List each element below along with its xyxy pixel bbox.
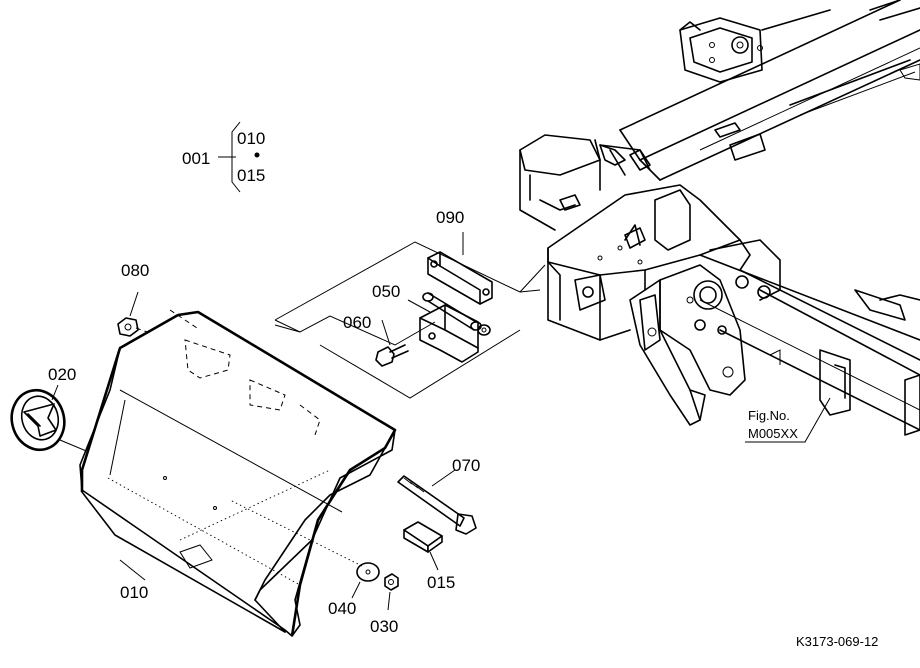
part-030-nut [384, 573, 399, 611]
label-015-group: 015 [237, 166, 265, 185]
mounting-plane [274, 241, 546, 399]
part-050-bracket [407, 292, 491, 363]
label-030: 030 [370, 617, 398, 636]
label-020: 020 [48, 365, 76, 384]
label-040: 040 [328, 599, 356, 618]
fig-ref-line1: Fig.No. [748, 408, 790, 423]
label-015: 015 [427, 573, 455, 592]
fig-ref-line2: M005XX [748, 426, 798, 441]
label-001: 001 [182, 149, 210, 168]
part-010-cover [79, 309, 397, 637]
part-001-group [218, 121, 260, 193]
label-010-group: 010 [237, 129, 265, 148]
label-070: 070 [452, 456, 480, 475]
figure-reference: Fig.No. M005XX [745, 397, 831, 443]
part-labels: 001 010 015 090 080 050 060 020 070 010 … [48, 129, 480, 636]
part-070-bolt [397, 469, 477, 535]
label-050: 050 [372, 282, 400, 301]
label-090: 090 [436, 208, 464, 227]
label-060: 060 [343, 313, 371, 332]
part-015-block [403, 521, 443, 571]
chassis-frame [519, 0, 920, 436]
part-090-bracket [427, 232, 493, 305]
part-060-bolt [375, 319, 409, 367]
part-040-washer [229, 499, 380, 599]
label-010: 010 [120, 583, 148, 602]
label-080: 080 [121, 261, 149, 280]
drawing-code: K3173-069-12 [796, 634, 878, 649]
